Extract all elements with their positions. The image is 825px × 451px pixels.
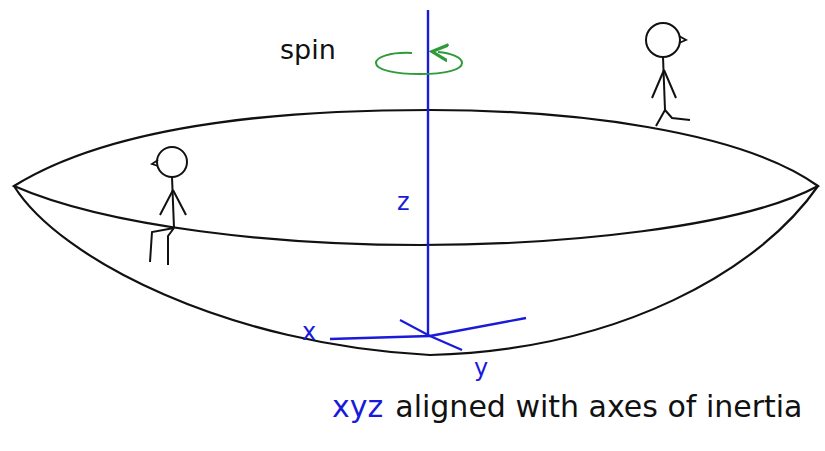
axis-label: x [302, 320, 316, 344]
caption-text: aligned with axes of inertia [395, 392, 802, 422]
axis-label: y [474, 356, 488, 380]
spin-label: spin [280, 36, 336, 63]
caption-axes: xyz [332, 392, 383, 422]
axis-label: z [397, 190, 410, 214]
